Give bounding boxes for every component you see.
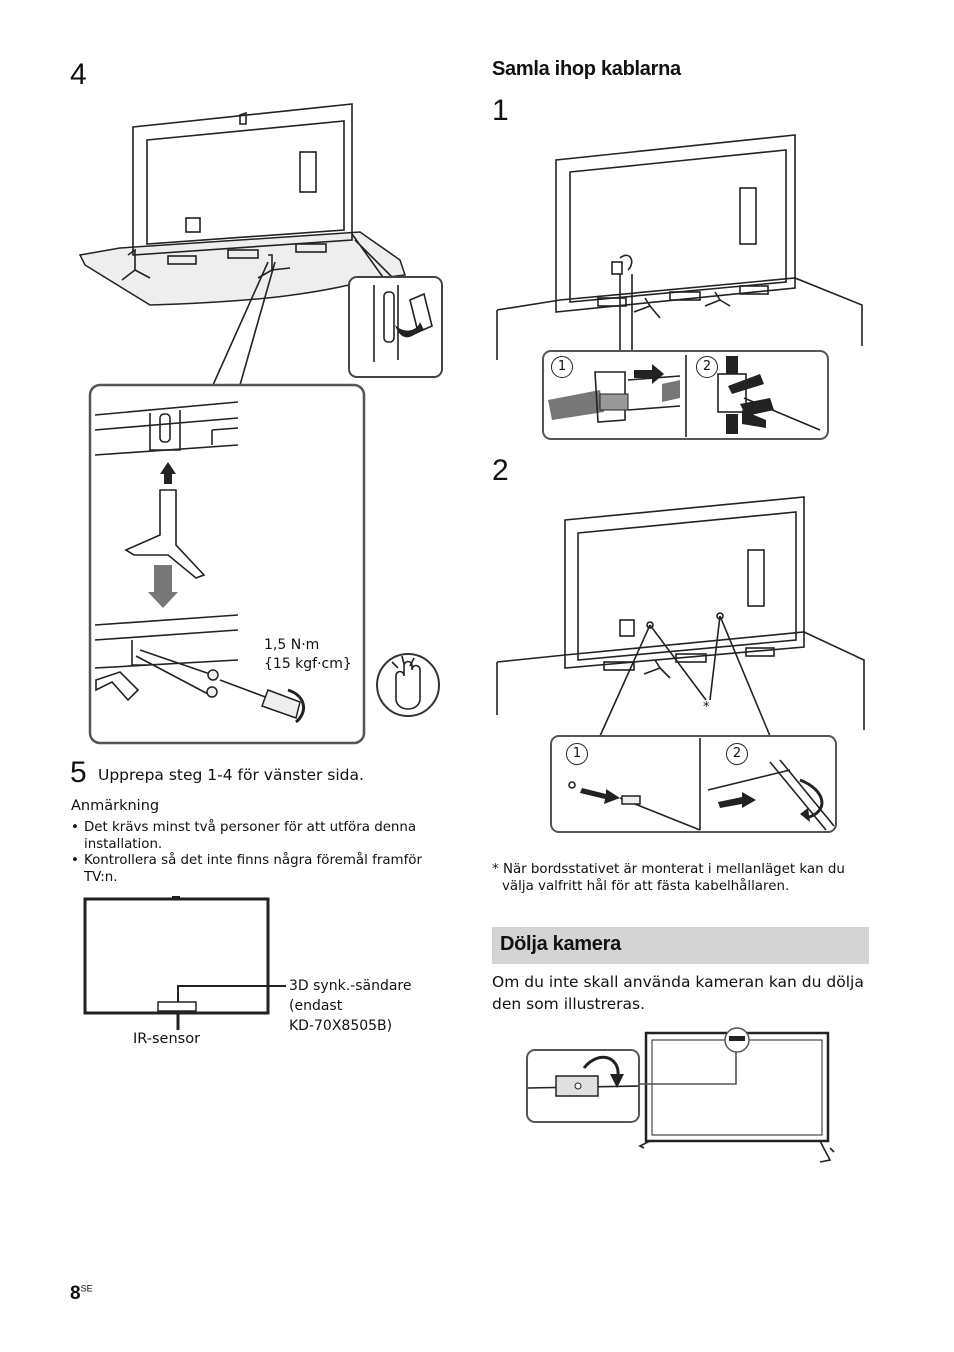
circle-marker-1: 1 — [551, 356, 573, 378]
torque-value-nm: 1,5 N·m — [264, 637, 320, 653]
camera-section-title: Dölja kamera — [500, 933, 621, 955]
section-title-cables: Samla ihop kablarna — [492, 58, 681, 80]
sync-label-line3: KD-70X8505B) — [289, 1018, 393, 1034]
circle-marker-2: 2 — [696, 356, 718, 378]
cables-step-2-number: 2 — [492, 454, 509, 487]
page-number: 8SE — [70, 1283, 93, 1305]
circle-marker-2b: 2 — [726, 743, 748, 765]
notes-list: Det krävs minst två personer för att utf… — [71, 820, 431, 886]
cables-step-1-number: 1 — [492, 94, 509, 127]
note-item: Det krävs minst två personer för att utf… — [71, 820, 431, 853]
camera-section-text: Om du inte skall använda kameran kan du … — [492, 973, 864, 1013]
step-4-number: 4 — [70, 58, 87, 91]
page-number-value: 8 — [70, 1283, 81, 1304]
asterisk-marker: * — [703, 700, 710, 715]
sync-label-line2: (endast — [289, 998, 343, 1014]
note-item: Kontrollera så det inte finns några före… — [71, 853, 431, 886]
circle-marker-1b: 1 — [566, 743, 588, 765]
note-heading: Anmärkning — [71, 798, 160, 814]
footnote: * När bordsstativet är monterat i mellan… — [492, 862, 845, 894]
step-5-text: Upprepa steg 1-4 för vänster sida. — [98, 766, 364, 784]
torque-value-kgf: {15 kgf·cm} — [264, 656, 352, 672]
ir-sensor-label: IR-sensor — [133, 1031, 201, 1047]
step4-illustration — [78, 103, 443, 745]
step-5-number: 5 — [70, 756, 87, 789]
page-number-suffix: SE — [80, 1283, 93, 1294]
camera-section-banner: Dölja kamera — [492, 927, 869, 964]
sync-label-line1: 3D synk.-sändare — [289, 978, 412, 994]
